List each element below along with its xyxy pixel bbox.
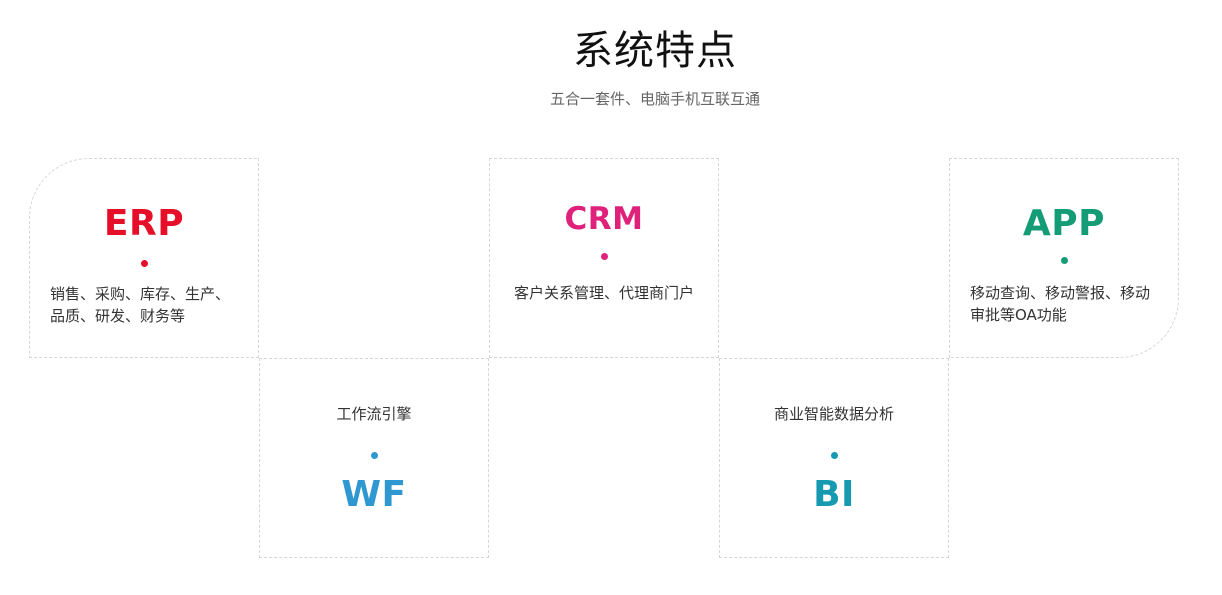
feature-description-wf: 工作流引擎	[336, 405, 412, 423]
feature-dot-crm	[600, 253, 608, 260]
page-subtitle: 五合一套件、电脑手机互联互通	[549, 90, 760, 108]
feature-card-wf: 工作流引擎 WF	[259, 358, 489, 558]
feature-dot-app	[1060, 257, 1068, 264]
feature-description-bi: 商业智能数据分析	[773, 405, 894, 423]
feature-title-crm: CRM	[564, 201, 644, 237]
page-title: 系统特点	[573, 28, 737, 74]
feature-title-app: APP	[1022, 203, 1106, 244]
feature-dot-wf	[370, 452, 378, 459]
feature-dot-bi	[830, 452, 838, 459]
feature-card-bi: 商业智能数据分析 BI	[719, 358, 949, 558]
feature-description-crm: 客户关系管理、代理商门户	[513, 284, 694, 302]
feature-description-app: 移动查询、移动警报、移动审批等OA功能	[970, 284, 1151, 324]
feature-card-app: APP 移动查询、移动警报、移动审批等OA功能	[949, 158, 1179, 358]
feature-description-erp: 销售、采购、库存、生产、品质、研发、财务等	[50, 285, 231, 325]
feature-dot-erp	[140, 260, 148, 267]
feature-title-bi: BI	[813, 474, 855, 515]
feature-card-erp: ERP 销售、采购、库存、生产、品质、研发、财务等	[29, 158, 259, 358]
feature-title-wf: WF	[341, 474, 407, 515]
feature-title-erp: ERP	[103, 203, 185, 244]
feature-card-crm: CRM 客户关系管理、代理商门户	[489, 158, 719, 358]
